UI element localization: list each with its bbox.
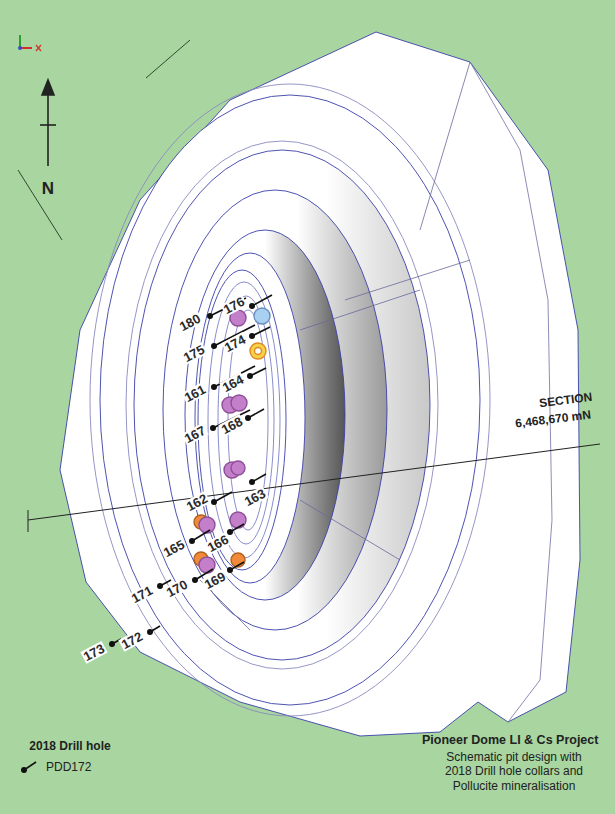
ramp-line: [200, 62, 470, 630]
north-label: N: [42, 180, 54, 197]
drill-hole: [110, 295, 272, 646]
legend-text: PDD172: [46, 760, 91, 774]
axis-icon: [18, 35, 41, 51]
legend-heading: 2018 Drill hole: [29, 740, 110, 752]
drill-hole-number: 173: [80, 641, 107, 664]
legend-drill-hole-symbol: [22, 762, 36, 772]
north-arrow: [40, 80, 56, 166]
pit-benches: [60, 32, 580, 736]
section-line: [28, 444, 600, 532]
map-title: Pioneer Dome LI & Cs Project: [422, 733, 598, 747]
map-caption: Schematic pit design with 2018 Drill hol…: [434, 750, 594, 793]
